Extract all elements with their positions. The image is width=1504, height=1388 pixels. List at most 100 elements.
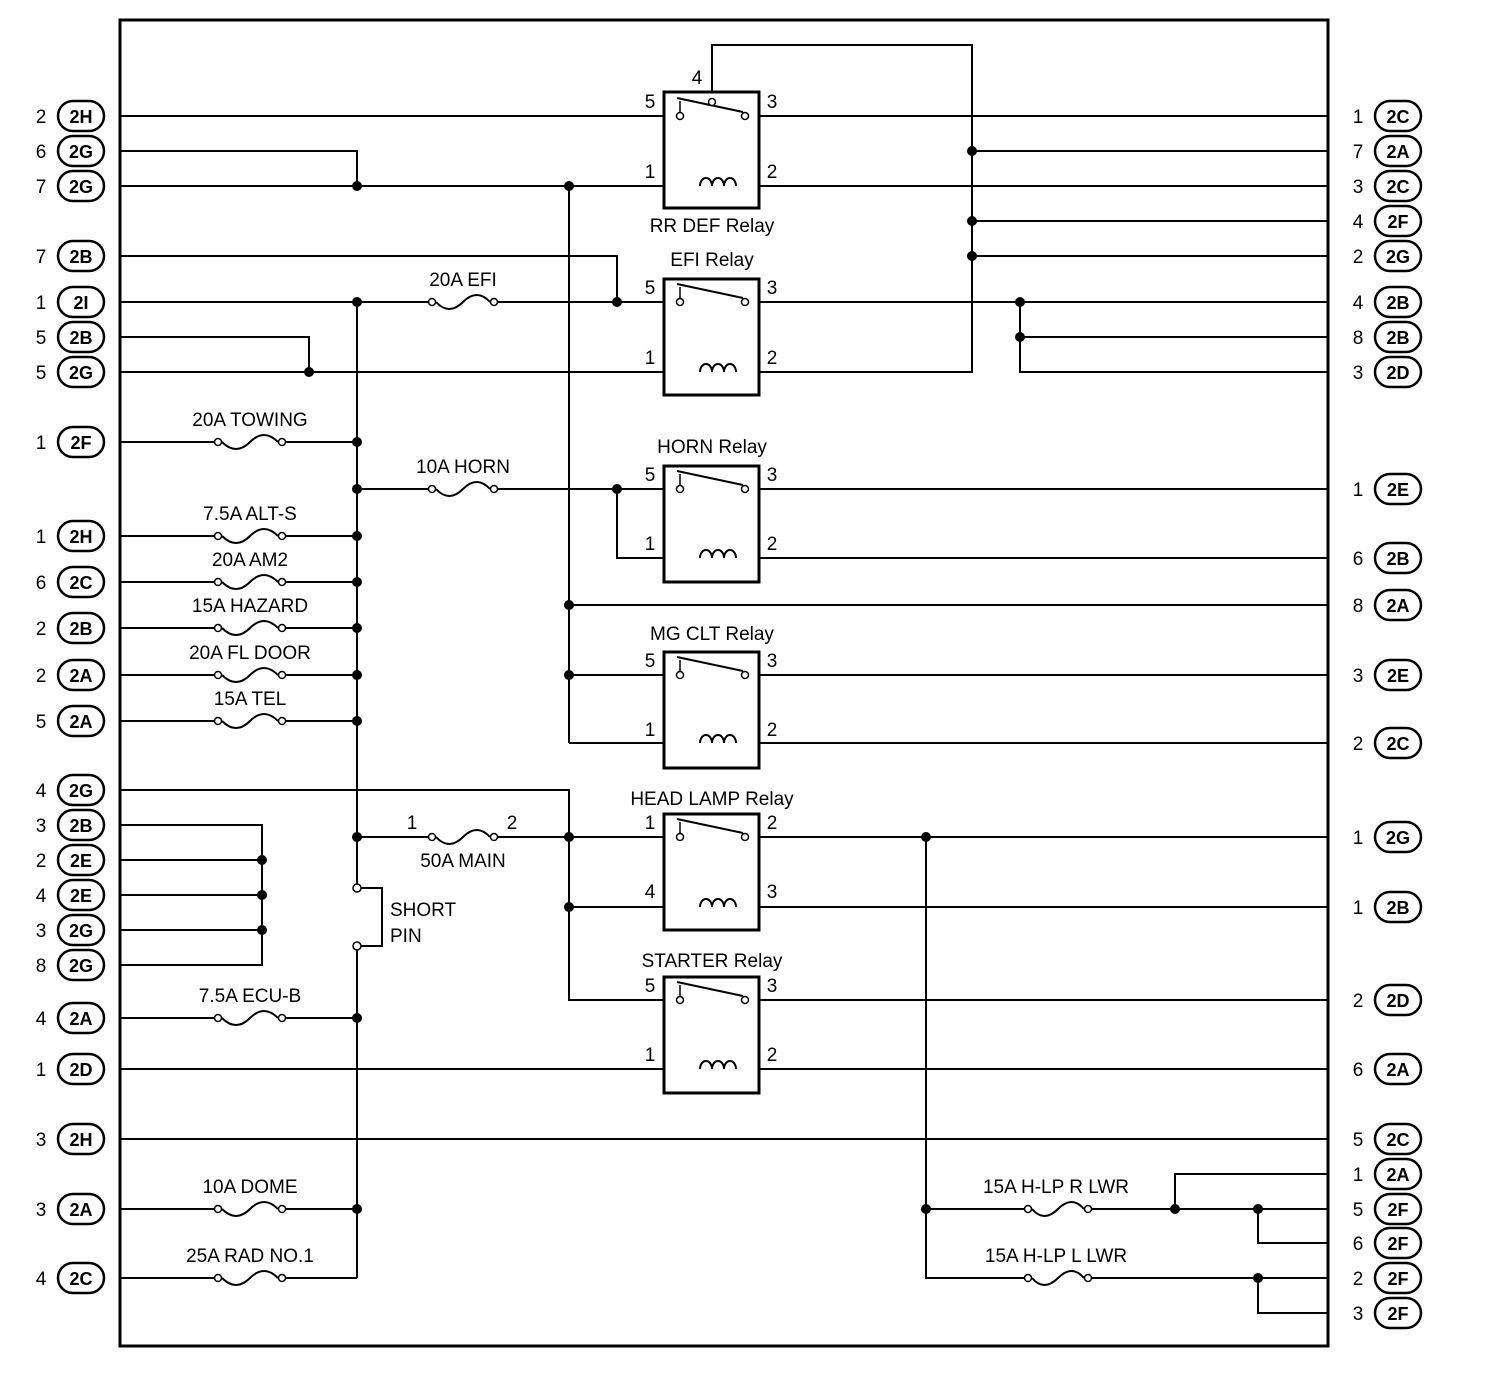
fuse-label: 20A FL DOOR xyxy=(189,643,311,664)
connector-oval xyxy=(56,948,106,982)
junction-dots xyxy=(257,146,1263,1283)
connector-oval xyxy=(56,1001,106,1035)
connector-id: 2G xyxy=(69,781,93,801)
connector-id: 2D xyxy=(69,1060,92,1080)
relay-horn: HORN Relay 5 3 1 2 xyxy=(645,437,777,584)
connector-id: 2F xyxy=(1387,1234,1408,1254)
connector-oval xyxy=(56,611,106,645)
relay-pin: 1 xyxy=(645,534,656,555)
fuse-label: 50A MAIN xyxy=(420,851,506,872)
connector-id: 2A xyxy=(69,1009,92,1029)
fuse-symbol xyxy=(213,667,287,683)
relay-pin: 4 xyxy=(692,68,703,89)
fuse-label: 10A DOME xyxy=(202,1177,297,1198)
relay-pin: 5 xyxy=(645,976,656,997)
connector-id: 2G xyxy=(1386,247,1410,267)
short-pin-label-2: PIN xyxy=(390,926,422,947)
connector-id: 2C xyxy=(1386,107,1409,127)
connector-pin-number: 3 xyxy=(1353,1304,1364,1325)
fuse-symbol xyxy=(213,1201,287,1217)
relay-pin: 5 xyxy=(645,92,656,113)
connector-pin-number: 7 xyxy=(36,177,47,198)
connector-pin-number: 2 xyxy=(1353,734,1364,755)
connector-id: 2F xyxy=(70,433,91,453)
connector-id: 2F xyxy=(1387,1269,1408,1289)
connector-pin-number: 4 xyxy=(1353,293,1364,314)
connector-pin-number: 6 xyxy=(1353,1060,1364,1081)
connector-id: 2G xyxy=(69,956,93,976)
connector-id: 2F xyxy=(1387,1304,1408,1324)
relay-switch-and-coil xyxy=(675,283,750,373)
connector-oval xyxy=(56,519,106,553)
connector-pin-number: 3 xyxy=(36,921,47,942)
connector-oval xyxy=(1373,890,1423,924)
relay-pin: 5 xyxy=(645,465,656,486)
relay-internals xyxy=(675,97,750,1070)
connector-oval xyxy=(1373,134,1423,168)
connector-pin-number: 4 xyxy=(36,1009,47,1030)
connector-oval xyxy=(1373,239,1423,273)
connector-oval xyxy=(56,808,106,842)
connector-id: 2B xyxy=(69,247,92,267)
connector-id: 2F xyxy=(1387,212,1408,232)
right-connector: 3 2F xyxy=(1353,1296,1423,1330)
connector-pin-number: 1 xyxy=(1353,480,1364,501)
connector-id: 2A xyxy=(1386,596,1409,616)
connector-id: 2C xyxy=(1386,1130,1409,1150)
fuse-symbol xyxy=(213,1270,287,1286)
right-connector: 2 2G xyxy=(1353,239,1423,273)
connector-id: 2E xyxy=(70,851,92,871)
fuse-label: 15A H-LP R LWR xyxy=(983,1177,1129,1198)
relay-switch-and-coil xyxy=(675,97,750,187)
connector-id: 2G xyxy=(69,921,93,941)
block-frame xyxy=(118,18,1330,1348)
connector-id: 2B xyxy=(1386,328,1409,348)
connector-oval xyxy=(1373,169,1423,203)
relay-pin: 3 xyxy=(767,92,778,113)
connector-oval xyxy=(56,355,106,389)
connector-id: 2C xyxy=(69,573,92,593)
connector-pin-number: 5 xyxy=(36,712,47,733)
fuse-symbol xyxy=(427,829,499,845)
connector-oval xyxy=(1373,1296,1423,1330)
connector-pin-number: 2 xyxy=(1353,247,1364,268)
relay-head-lamp: HEAD LAMP Relay 1 2 4 3 xyxy=(630,789,794,932)
relay-pin: 2 xyxy=(767,348,778,369)
connector-oval xyxy=(1373,355,1423,389)
relay-pin: 1 xyxy=(645,162,656,183)
connector-id: 2B xyxy=(1386,549,1409,569)
connector-oval xyxy=(1373,726,1423,760)
connector-pin-number: 2 xyxy=(1353,1269,1364,1290)
connector-id: 2B xyxy=(69,328,92,348)
relay-name: EFI Relay xyxy=(670,250,754,271)
connector-oval xyxy=(1373,320,1423,354)
relay-pin: 5 xyxy=(645,278,656,299)
right-connector: 2 2F xyxy=(1353,1261,1423,1295)
relay-starter: STARTER Relay 5 3 1 2 xyxy=(642,951,783,1095)
connector-pin-number: 5 xyxy=(36,328,47,349)
connector-id: 2B xyxy=(1386,293,1409,313)
fuse-symbol xyxy=(427,294,499,310)
relay-switch-and-coil xyxy=(675,818,750,908)
connector-id: 2C xyxy=(1386,177,1409,197)
connector-oval xyxy=(56,1122,106,1156)
